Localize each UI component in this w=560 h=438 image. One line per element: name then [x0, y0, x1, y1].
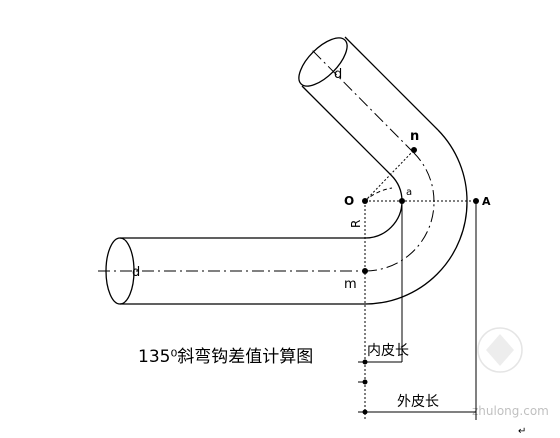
inner-edge-diagonal — [301, 85, 392, 176]
points — [362, 147, 479, 415]
label-r: R — [349, 220, 363, 228]
label-m: m — [344, 277, 357, 292]
point-m-marker — [362, 268, 368, 274]
label-a-small: a — [406, 187, 412, 198]
label-d-top: d — [334, 67, 342, 82]
construction-lines — [364, 149, 476, 420]
dimension-lines — [358, 201, 477, 420]
label-d-bottom: d — [132, 265, 140, 280]
top-cross-section — [298, 37, 348, 87]
label-outer-length: 外皮长 — [397, 394, 439, 410]
label-inner-length: 内皮长 — [367, 343, 409, 359]
point-o-marker — [362, 198, 368, 204]
watermark-text: zhulong.com — [472, 404, 549, 418]
outer-bend-top-arc — [437, 129, 468, 203]
diagonal-centerline — [309, 47, 415, 154]
diagram-caption: 135⁰斜弯钩差值计算图 — [138, 347, 313, 367]
label-a-big: A — [482, 195, 491, 208]
inner-bend-top-arc — [390, 174, 403, 202]
point-a-big-marker — [473, 198, 479, 204]
outer-bend-arc — [364, 201, 468, 305]
labels: d d n O a A R m 内皮长 外皮长 135⁰斜弯钩差值计算图 — [132, 67, 491, 410]
bend-centerline-arc-upper — [413, 152, 435, 203]
outer-edge-diagonal — [344, 36, 439, 131]
rebar-outline — [105, 36, 468, 305]
dim-point-1 — [362, 359, 368, 365]
inner-bend-arc — [364, 200, 403, 239]
point-a-small-marker — [399, 198, 405, 204]
paragraph-mark: ↵ — [518, 426, 526, 437]
label-n: n — [410, 129, 419, 144]
label-o: O — [344, 194, 354, 208]
bend-centerline-arc — [364, 201, 435, 272]
watermark-logo: zhulong.com — [472, 327, 549, 418]
center-lines — [98, 47, 435, 272]
dim-point-2 — [362, 379, 368, 385]
point-n-marker — [411, 147, 417, 153]
dim-point-3 — [362, 409, 368, 415]
inner-dashed-guide — [364, 187, 393, 202]
